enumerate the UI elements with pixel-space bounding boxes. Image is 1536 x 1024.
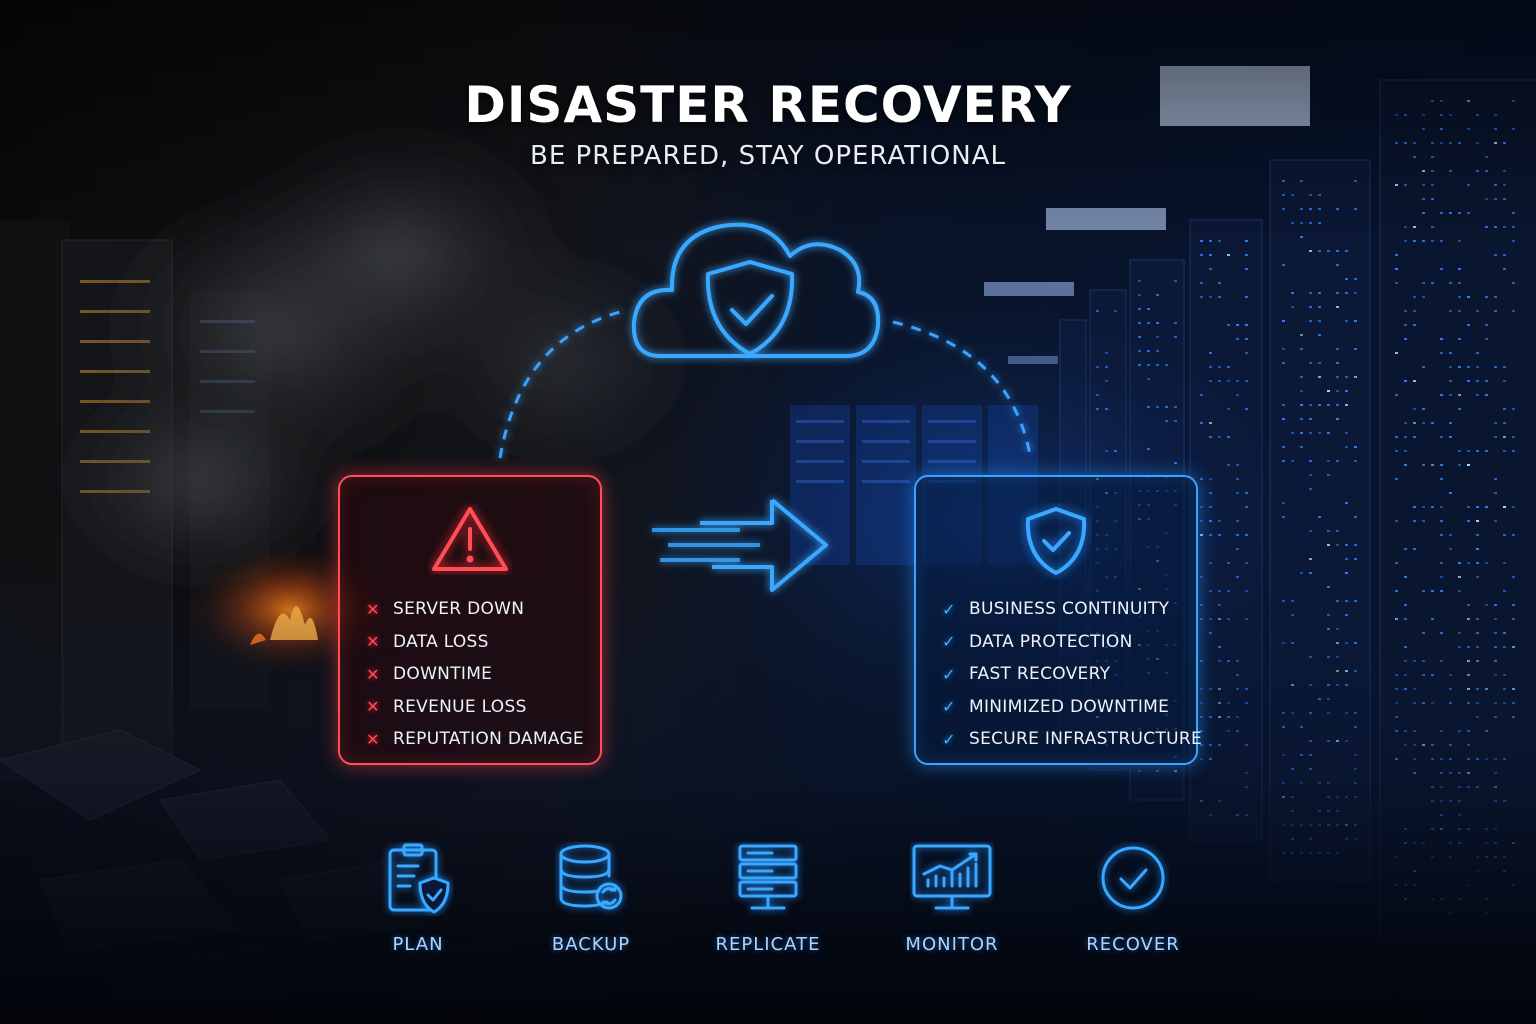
- step-backup: BACKUP: [521, 842, 661, 955]
- page-subtitle: BE PREPARED, STAY OPERATIONAL: [0, 141, 1536, 171]
- list-item: ✕DOWNTIME: [362, 658, 584, 691]
- step-replicate: REPLICATE: [698, 842, 838, 955]
- close-icon: ✕: [362, 600, 384, 619]
- database-sync-icon: [555, 842, 627, 916]
- benefits-list: ✓BUSINESS CONTINUITY ✓DATA PROTECTION ✓F…: [938, 593, 1202, 756]
- page-title: DISASTER RECOVERY: [0, 76, 1536, 134]
- check-icon: ✓: [938, 697, 960, 716]
- shield-check-icon: [1020, 503, 1092, 579]
- step-label: MONITOR: [882, 934, 1022, 955]
- close-icon: ✕: [362, 665, 384, 684]
- clipboard-shield-icon: [382, 842, 454, 916]
- list-item: ✕REPUTATION DAMAGE: [362, 723, 584, 756]
- close-icon: ✕: [362, 697, 384, 716]
- list-item: ✓BUSINESS CONTINUITY: [938, 593, 1202, 626]
- step-plan: PLAN: [348, 842, 488, 955]
- check-icon: ✓: [938, 730, 960, 749]
- close-icon: ✕: [362, 730, 384, 749]
- step-recover: RECOVER: [1063, 842, 1203, 955]
- disaster-impact-panel: ✕SERVER DOWN ✕DATA LOSS ✕DOWNTIME ✕REVEN…: [338, 475, 602, 765]
- list-item: ✕REVENUE LOSS: [362, 691, 584, 724]
- list-item: ✕DATA LOSS: [362, 626, 584, 659]
- list-item: ✓SECURE INFRASTRUCTURE: [938, 723, 1202, 756]
- impact-list: ✕SERVER DOWN ✕DATA LOSS ✕DOWNTIME ✕REVEN…: [362, 593, 584, 756]
- check-icon: ✓: [938, 600, 960, 619]
- list-item: ✓DATA PROTECTION: [938, 626, 1202, 659]
- server-stack-icon: [732, 842, 804, 916]
- warning-triangle-icon: [428, 503, 512, 575]
- list-item: ✕SERVER DOWN: [362, 593, 584, 626]
- close-icon: ✕: [362, 632, 384, 651]
- list-item: ✓MINIMIZED DOWNTIME: [938, 691, 1202, 724]
- check-icon: ✓: [938, 632, 960, 651]
- step-label: REPLICATE: [698, 934, 838, 955]
- step-label: BACKUP: [521, 934, 661, 955]
- step-label: RECOVER: [1063, 934, 1203, 955]
- check-icon: ✓: [938, 665, 960, 684]
- check-circle-icon: [1097, 842, 1169, 916]
- step-label: PLAN: [348, 934, 488, 955]
- step-monitor: MONITOR: [882, 842, 1022, 955]
- list-item: ✓FAST RECOVERY: [938, 658, 1202, 691]
- recovery-benefits-panel: ✓BUSINESS CONTINUITY ✓DATA PROTECTION ✓F…: [914, 475, 1198, 765]
- monitor-chart-icon: [910, 842, 994, 916]
